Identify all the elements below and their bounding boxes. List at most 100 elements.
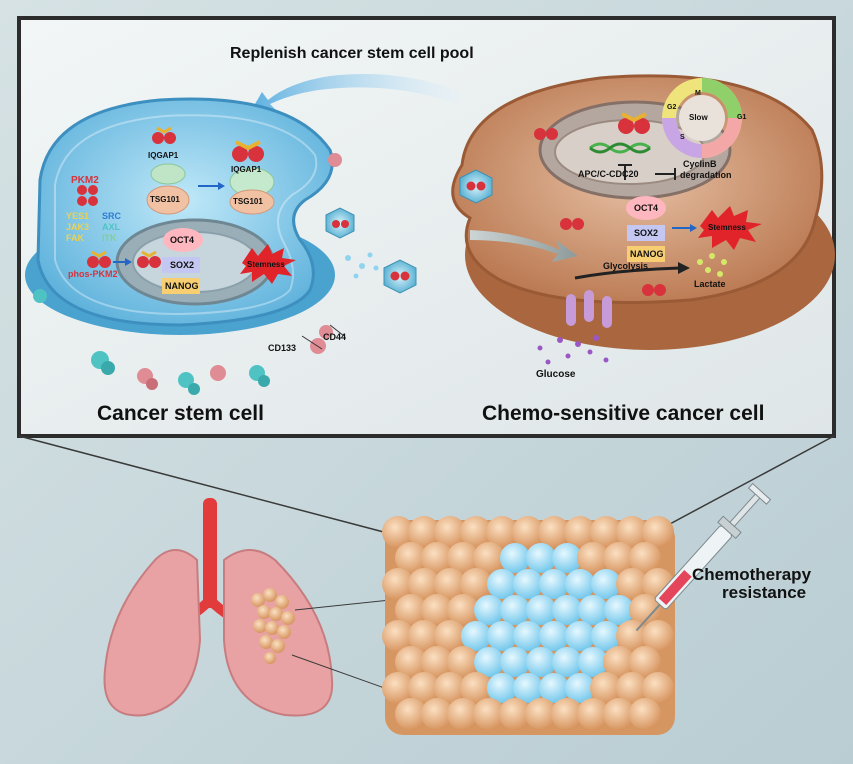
stem-cell-bead [526,647,556,677]
iqgap1-large-label: IQGAP1 [231,165,262,174]
tumor-cell-bead [616,568,648,600]
tumor-cell-bead [447,542,479,574]
tumor-cell-bead [434,516,466,548]
tsg101-small-label: TSG101 [150,195,180,204]
tumor-cell-bead [603,646,635,678]
tumor-cell-bead [603,542,635,574]
stem-cell-bead [591,569,621,599]
tumor-cell-bead [590,672,622,704]
stem-cell-bead [539,569,569,599]
cycle-center: Slow [689,113,708,122]
apc-label: APC/C-CDC20 [578,169,639,179]
lactate-label: Lactate [694,279,726,289]
chemo-label-line2: resistance [722,583,807,602]
oct4-right: OCT4 [634,203,659,213]
phos-pkm2-label: phos-PKM2 [68,269,118,279]
stem-cell-bead [552,595,582,625]
stemness-left: Stemness [247,260,285,269]
tumor-cell-bead [447,698,479,730]
sox2-right: SOX2 [634,228,659,238]
tumor-cell-bead [577,698,609,730]
tumor-cell-bead [564,516,596,548]
stem-cell-bead [604,595,634,625]
stem-cell-bead [513,569,543,599]
stem-cell-bead [578,595,608,625]
tumor-cell-bead [460,672,492,704]
lungs-artwork [103,498,391,717]
cyclinb-label: CyclinB [683,159,717,169]
tumor-cell-bead [499,698,531,730]
tumor-cell-bead [447,594,479,626]
kinase-axl: AXL [102,222,120,232]
stem-cell-bead [461,621,491,651]
stem-cell-bead [500,543,530,573]
stem-cell-bead [513,673,543,703]
kinase-src: SRC [102,211,122,221]
tumor-cell-bead [486,516,518,548]
kinase-jak3: JAK3 [66,222,90,232]
tumor-cell-bead [460,568,492,600]
tumor-cell-bead [512,516,544,548]
tumor-cell-bead [408,516,440,548]
tumor-cell-bead [447,646,479,678]
stem-cell-bead [526,595,556,625]
tumor-cell-bead [395,594,427,626]
stem-cell-bead [474,647,504,677]
tumor-cell-bead [421,542,453,574]
cycle-m: M [695,90,701,97]
tumor-cell-bead [460,516,492,548]
sensitive-cell-artwork [451,74,835,365]
pkm2-label: PKM2 [71,175,99,186]
stem-cell-bead [552,543,582,573]
tumor-cell-bead [629,646,661,678]
stem-cell-bead [591,621,621,651]
sox2-left: SOX2 [170,260,195,270]
stem-cell-bead [500,647,530,677]
cycle-g1: G1 [737,114,747,121]
stem-cell-bead [565,569,595,599]
tumor-cell-bead [642,672,674,704]
nanog-left: NANOG [165,281,199,291]
stem-cell-title: Cancer stem cell [97,402,264,425]
replenish-label: Replenish cancer stem cell pool [230,45,474,62]
stem-cell-bead [487,621,517,651]
kinase-itk: ITK [102,233,117,243]
tsg101-large-label: TSG101 [233,197,263,206]
tumor-cell-bead [395,698,427,730]
stemness-right: Stemness [708,223,746,232]
tumor-cell-bead [434,672,466,704]
stem-cell-bead [552,647,582,677]
cyclinb-degradation-label: degradation [680,170,732,180]
tumor-cell-bead [525,698,557,730]
stem-cell-bead [578,647,608,677]
tumor-cell-bead [395,542,427,574]
cd133-label: CD133 [268,343,297,353]
tumor-cell-bead [434,568,466,600]
kinase-fak: FAK [66,233,84,243]
tumor-cell-bead [408,568,440,600]
stem-cell-bead [513,621,543,651]
tumor-cell-bead [473,542,505,574]
glycolysis-label: Glycolysis [603,261,649,271]
tumor-cell-bead [408,672,440,704]
tumor-block-artwork [382,482,772,735]
cd44-label: CD44 [323,332,347,342]
tumor-cell-bead [473,698,505,730]
tumor-cell-bead [577,542,609,574]
stem-cell-artwork [25,97,379,395]
glucose-label: Glucose [536,369,576,380]
kinase-yes1: YES1 [66,211,90,221]
tumor-cell-bead [642,620,674,652]
tumor-cell-bead [421,594,453,626]
chemo-label-line1: Chemotherapy [692,565,812,584]
tumor-cell-bead [382,568,414,600]
cycle-g2: G2 [667,104,677,111]
tumor-cell-bead [382,516,414,548]
tumor-cell-bead [382,672,414,704]
oct4-left: OCT4 [170,235,195,245]
tumor-cell-bead [538,516,570,548]
tumor-cell-bead [629,542,661,574]
tumor-cell-bead [421,698,453,730]
stem-cell-bead [565,673,595,703]
